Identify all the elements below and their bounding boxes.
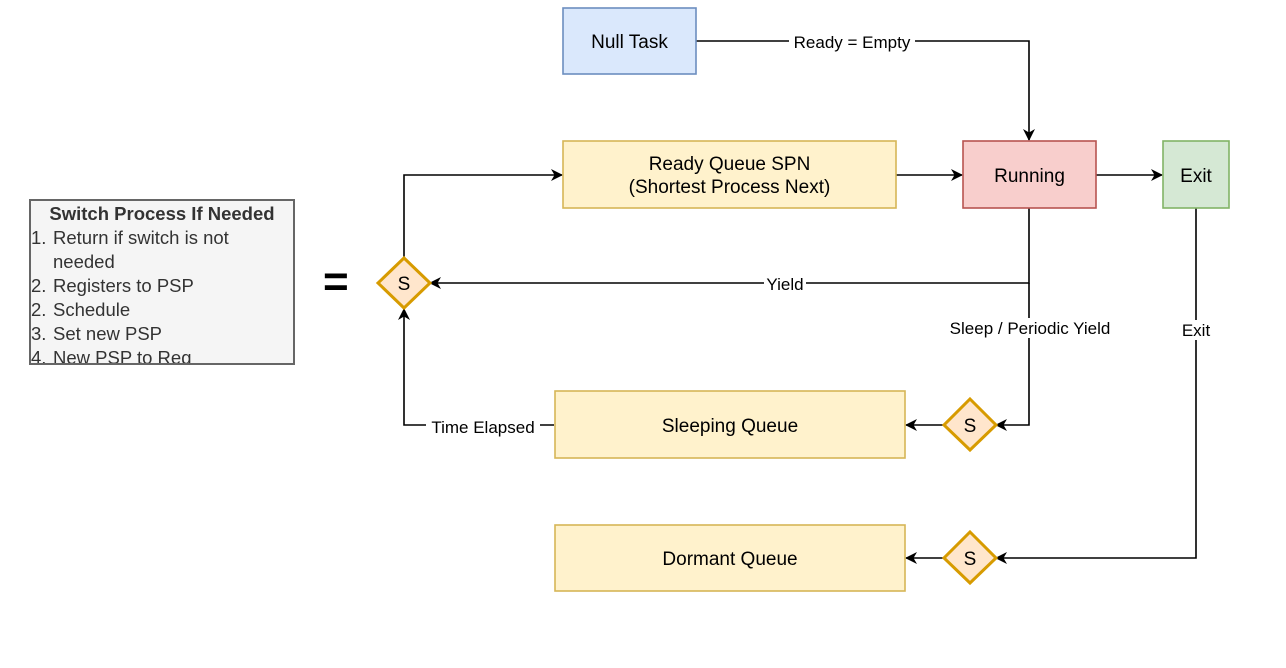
node-exit: Exit — [1162, 140, 1230, 209]
legend-steps: 1.Return if switch is not needed 2.Regis… — [31, 226, 293, 365]
legend-step: 2.Registers to PSP — [31, 275, 194, 296]
svg-text:Running: Running — [994, 166, 1065, 187]
switch-diamond-dormant: S — [941, 529, 999, 586]
legend-box: Switch Process If Needed 1.Return if swi… — [29, 199, 295, 365]
edge-label-sleep-periodic-yield: Sleep / Periodic Yield — [940, 318, 1120, 338]
legend-step: 3.Set new PSP — [31, 323, 163, 344]
edge-yield — [429, 208, 1030, 289]
edge-time-elapsed — [398, 308, 554, 426]
switch-diamond-sleep: S — [941, 396, 999, 453]
legend-step: 2.Schedule — [31, 299, 131, 320]
svg-text:S: S — [964, 416, 977, 437]
node-dormant-queue: Dormant Queue — [554, 524, 906, 592]
switch-diamond-main: S — [375, 255, 433, 311]
svg-text:(Shortest Process Next): (Shortest Process Next) — [629, 177, 831, 198]
edge-sleep — [995, 283, 1030, 431]
svg-text:Dormant Queue: Dormant Queue — [662, 549, 797, 570]
node-sleeping-queue: Sleeping Queue — [554, 390, 906, 459]
svg-text:Null Task: Null Task — [591, 32, 668, 53]
svg-text:Sleeping Queue: Sleeping Queue — [662, 416, 798, 437]
svg-text:Yield: Yield — [766, 275, 803, 294]
node-ready-queue: Ready Queue SPN (Shortest Process Next) — [562, 140, 897, 209]
svg-text:S: S — [398, 274, 411, 295]
svg-text:Time Elapsed: Time Elapsed — [431, 418, 534, 437]
edge-label-time-elapsed: Time Elapsed — [426, 416, 540, 437]
node-running: Running — [962, 140, 1097, 209]
legend-title: Switch Process If Needed — [49, 203, 275, 224]
svg-text:S: S — [964, 549, 977, 570]
edge-null-to-running — [696, 40, 1035, 141]
svg-text:Sleep / Periodic Yield: Sleep / Periodic Yield — [950, 319, 1111, 338]
edge-switch-to-ready — [403, 169, 563, 258]
edge-label-ready-empty: Ready = Empty — [789, 32, 915, 52]
edge-exit-to-dormant — [995, 208, 1197, 564]
edge-label-exit: Exit — [1176, 320, 1216, 340]
edge-label-yield: Yield — [764, 274, 806, 294]
node-null-task: Null Task — [562, 7, 697, 75]
legend-step: 1.Return if switch is not needed — [31, 227, 229, 272]
svg-text:Exit: Exit — [1182, 321, 1211, 340]
equals-sign: = — [323, 257, 349, 306]
svg-text:Ready = Empty: Ready = Empty — [794, 33, 911, 52]
svg-text:Ready Queue SPN: Ready Queue SPN — [649, 154, 811, 175]
svg-text:Exit: Exit — [1180, 166, 1212, 187]
legend-step: 4.New PSP to Reg — [31, 347, 192, 365]
